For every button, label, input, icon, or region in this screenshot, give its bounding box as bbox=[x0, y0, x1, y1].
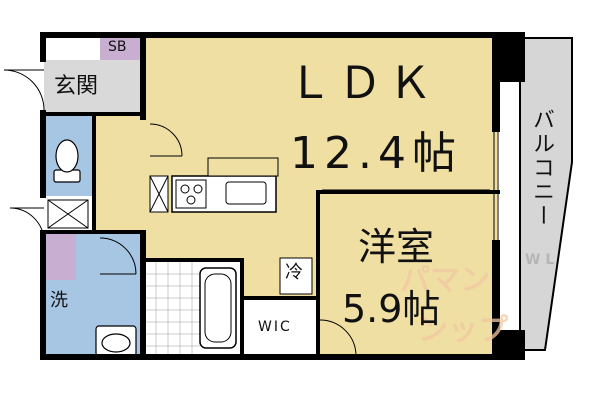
stove-icon bbox=[175, 179, 207, 209]
windows bbox=[322, 132, 499, 240]
bathtub bbox=[199, 267, 237, 349]
watermark-corner: W L bbox=[525, 252, 555, 268]
ldk-label: ＬＤＫ bbox=[288, 58, 438, 109]
entrance-label: 玄関 bbox=[54, 74, 99, 99]
bathtub-inner bbox=[204, 273, 232, 343]
shoebox-label: SB bbox=[108, 39, 127, 55]
fridge-space bbox=[279, 257, 313, 295]
western-size: 5.9帖 bbox=[342, 287, 441, 331]
kitchen-counter bbox=[171, 175, 277, 213]
walls bbox=[40, 32, 525, 360]
watermark-sub: ンップ bbox=[418, 313, 508, 348]
wic-label: WIC bbox=[258, 319, 292, 335]
balcony-label: バルコニー bbox=[529, 108, 554, 228]
corridor-floor bbox=[96, 116, 146, 234]
ldk-size: 12.4帖 bbox=[290, 128, 462, 179]
storage-x bbox=[47, 199, 89, 229]
western-floor bbox=[318, 195, 497, 355]
entrance-floor bbox=[44, 60, 144, 116]
western-label: 洋室 bbox=[358, 225, 435, 269]
laundry-closet bbox=[44, 234, 76, 280]
fridge-label: 冷 bbox=[285, 262, 303, 283]
watermark: パマン bbox=[400, 263, 490, 298]
door-swings bbox=[3, 69, 357, 357]
kitchen-sink bbox=[225, 181, 267, 205]
wic-floor bbox=[244, 300, 318, 356]
balcony-area bbox=[519, 37, 573, 351]
kitchen-island-top bbox=[207, 157, 279, 177]
bath-tiles bbox=[144, 262, 200, 356]
wash-basin-icon bbox=[95, 325, 137, 357]
laundry-label: 洗 bbox=[50, 290, 68, 311]
toilet-icon bbox=[53, 139, 81, 183]
shoebox-floor bbox=[100, 38, 145, 60]
